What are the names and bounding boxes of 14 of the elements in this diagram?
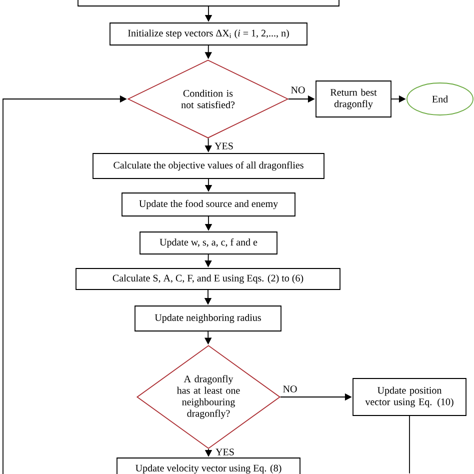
process-box: [78, 0, 340, 6]
edge-label: NO: [290, 86, 306, 94]
edge-label: YES: [214, 142, 234, 150]
process-box: Update position vector using Eq. (10): [352, 378, 466, 416]
process-box: Return best dragonfly: [316, 80, 392, 118]
process-box: Calculate the objective values of all dragonflies: [92, 153, 324, 179]
process-box: Update neighboring radius: [134, 306, 282, 332]
process-box: Update the food source and enemy: [122, 192, 296, 216]
process-box: Initialize step vectors ΔX$_{i}$ (i = 1, 2,..., n): [110, 22, 308, 46]
edge-label: NO: [282, 384, 298, 394]
process-box: Calculate S, A, C, F, and E using Eqs. (2) to (6): [76, 268, 340, 290]
process-box: Update w, s, a, c, f and e: [140, 232, 278, 254]
process-box: Update velocity vector using Eq. (8): [116, 458, 300, 474]
edge-label: YES: [214, 448, 236, 456]
